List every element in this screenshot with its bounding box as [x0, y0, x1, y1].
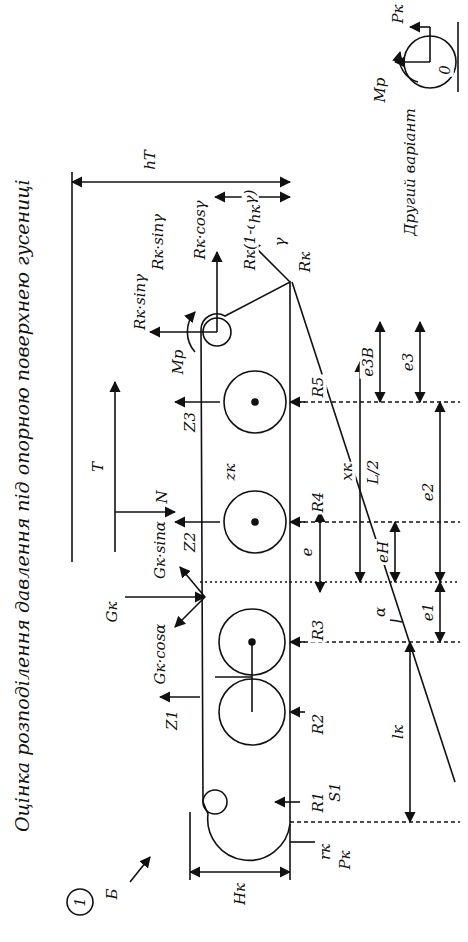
label: Gк·cosα	[152, 622, 169, 687]
label: Rк·sinγ	[150, 212, 167, 272]
label: Pк	[390, 2, 407, 25]
label: γ	[272, 236, 289, 249]
label: Rк	[297, 250, 314, 274]
label: 0	[437, 63, 454, 77]
label: lк	[390, 723, 407, 741]
label: Другий варіант	[402, 106, 419, 237]
label: Hк	[232, 881, 249, 907]
label: xк	[339, 461, 356, 482]
label: Mр	[372, 76, 389, 105]
label: rк	[317, 842, 334, 862]
label: Rк(1-cosγ)	[242, 188, 259, 273]
label: Z2	[182, 530, 199, 554]
label: Rк·cosγ	[192, 198, 209, 261]
label: R4	[310, 490, 327, 515]
label: R5	[310, 375, 327, 400]
label: e3	[400, 351, 417, 373]
label: R1	[310, 790, 327, 815]
label: R2	[310, 712, 327, 737]
label: N	[154, 488, 171, 505]
label: Б	[104, 886, 121, 901]
label: e	[299, 546, 316, 559]
label: hT	[142, 148, 159, 172]
label: Pк	[337, 848, 354, 871]
label: Z3	[182, 410, 199, 434]
label: T	[90, 460, 107, 474]
label: hк	[247, 203, 264, 226]
label: e3B	[360, 345, 377, 378]
label: S1	[327, 780, 344, 804]
label: Gк	[104, 600, 121, 625]
title: Оцінка розподілення давлення під опорною…	[10, 42, 35, 832]
label: e2	[420, 481, 437, 503]
label: 1	[72, 895, 89, 909]
label: R3	[310, 618, 327, 643]
label: L/2	[365, 458, 382, 487]
label: Mр	[170, 348, 187, 377]
label: e1	[420, 601, 437, 623]
label: eH	[375, 539, 392, 565]
label: Rк·sinγ	[132, 272, 149, 332]
label: Gк·sinα	[152, 519, 169, 581]
label: zк	[222, 462, 239, 483]
label: α	[372, 605, 389, 619]
label: Z1	[164, 708, 181, 732]
